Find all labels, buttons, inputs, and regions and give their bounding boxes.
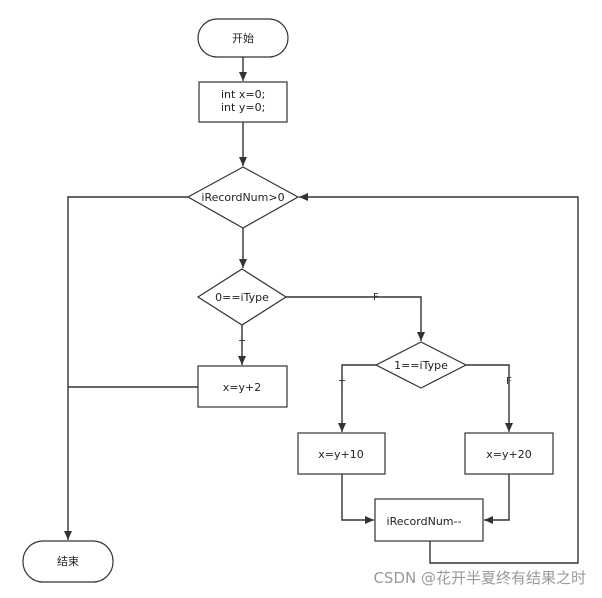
type0-condition-node: 0==iType: [196, 268, 288, 326]
decrement-label: iRecordNum--: [387, 515, 462, 528]
edge-decrement-loop-back: [299, 193, 579, 564]
type0-false-label: F: [373, 292, 379, 303]
edge-type0-false: [286, 296, 425, 341]
edge-type1-true: [338, 364, 376, 432]
type1-true-label: T: [338, 379, 346, 390]
assign-2-label: x=y+2: [223, 381, 261, 394]
edge-type1-false: [466, 364, 513, 432]
assign-2-node: x=y+2: [197, 365, 288, 408]
edge-assign20-to-decrement: [484, 474, 510, 524]
end-label: 结束: [57, 555, 79, 568]
edge-record-false-to-end: [64, 196, 188, 540]
watermark: CSDN @花开半夏终有结果之时: [373, 569, 586, 587]
start-node: 开始: [197, 18, 289, 58]
start-label: 开始: [232, 31, 254, 45]
init-line-2: int y=0;: [221, 101, 265, 114]
decrement-node: iRecordNum--: [374, 498, 484, 542]
record-condition-label: iRecordNum>0: [201, 191, 284, 204]
init-line-1: int x=0;: [221, 88, 265, 101]
edge-assign10-to-decrement: [341, 474, 374, 524]
assign-10-node: x=y+10: [297, 432, 386, 475]
assign-20-node: x=y+20: [464, 432, 554, 475]
record-condition-node: iRecordNum>0: [186, 166, 300, 229]
init-process-node: int x=0; int y=0;: [198, 81, 288, 123]
type0-condition-label: 0==iType: [215, 291, 269, 304]
type1-condition-label: 1==iType: [394, 359, 448, 372]
type1-false-label: F: [506, 376, 512, 387]
end-node: 结束: [22, 540, 114, 583]
type1-condition-node: 1==iType: [374, 341, 468, 389]
assign-20-label: x=y+20: [486, 448, 531, 461]
type0-true-label: T: [238, 339, 246, 350]
assign-10-label: x=y+10: [318, 448, 363, 461]
